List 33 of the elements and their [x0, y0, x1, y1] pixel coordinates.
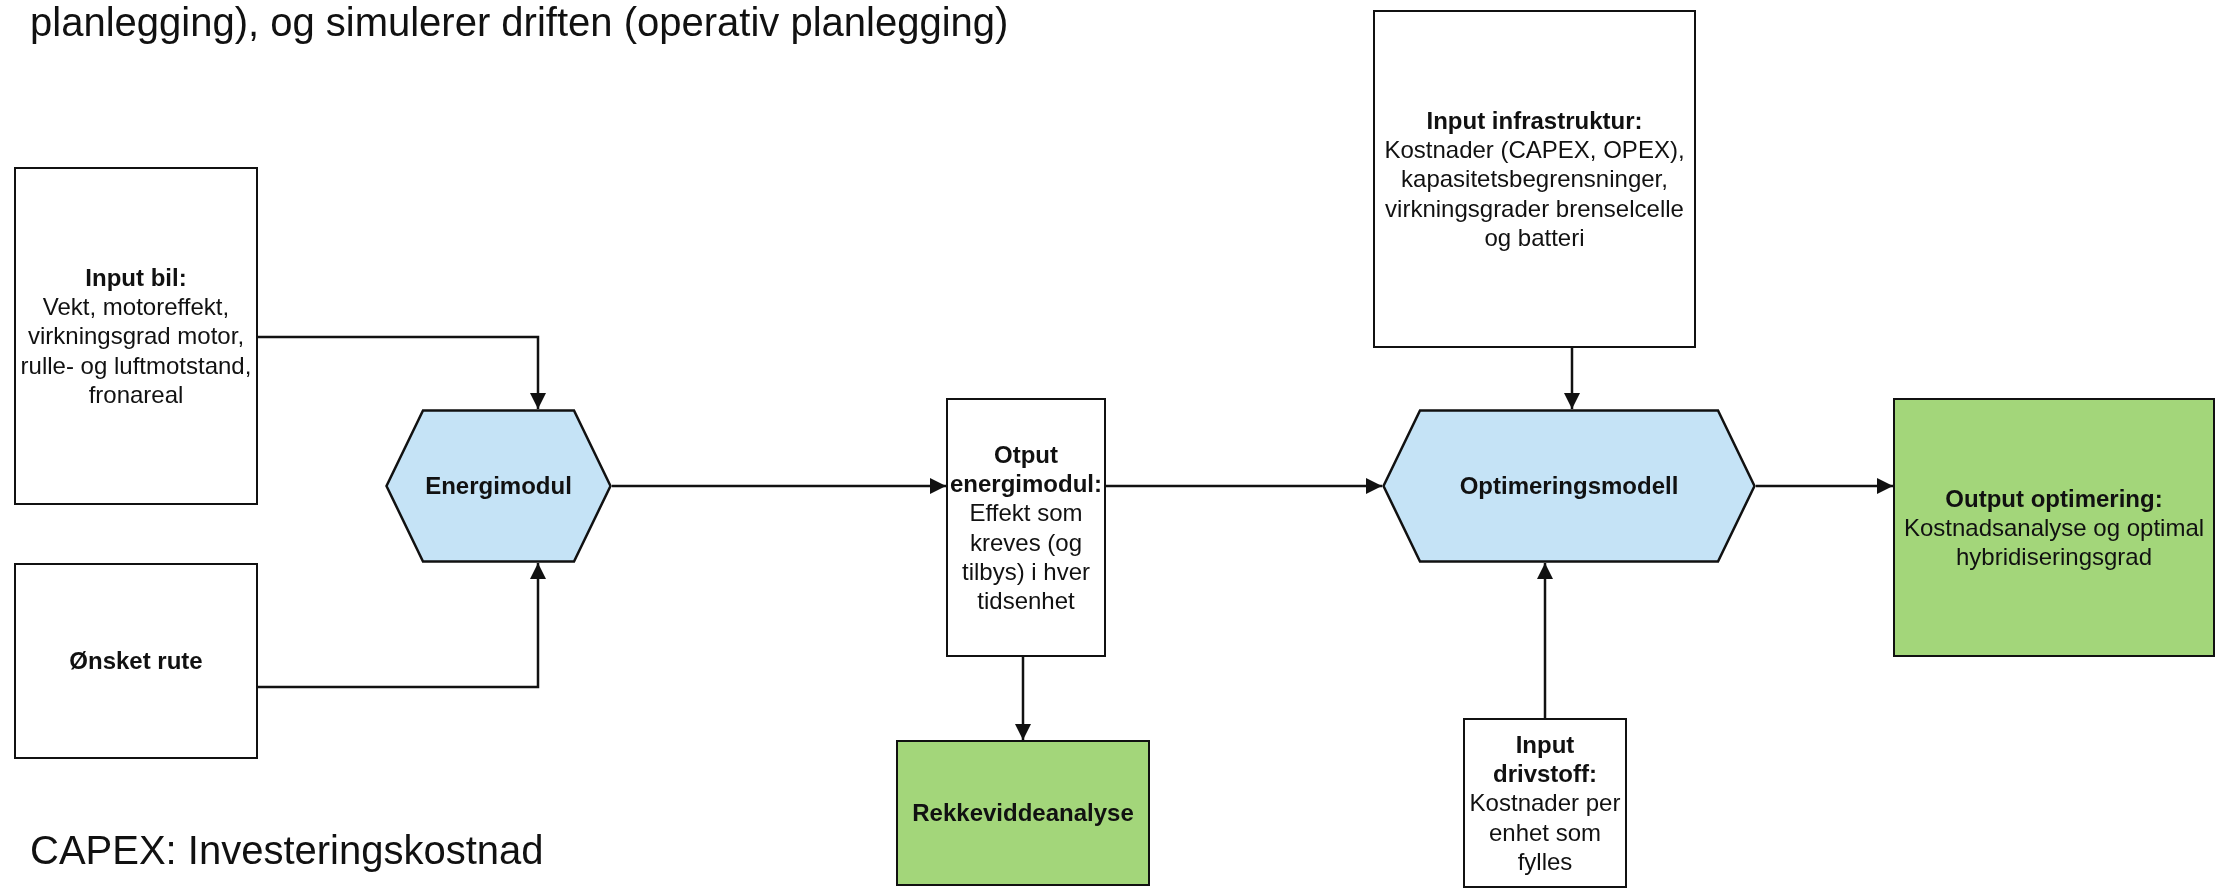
process-hexagon: [1382, 409, 1756, 563]
arrow: [258, 563, 546, 689]
process-box: [14, 167, 258, 505]
process-box: [1373, 10, 1696, 348]
node-text: Kostnadsanalyse og optimal hybridiseringsgrad: [1902, 512, 2206, 572]
node-title: Energimodul: [425, 471, 572, 501]
arrow: [1015, 657, 1031, 740]
process-box: [14, 563, 258, 759]
arrow: [258, 335, 546, 409]
arrow: [1106, 478, 1382, 494]
node-heading: Otput energimodul:: [950, 439, 1102, 499]
arrow: [1537, 563, 1553, 718]
node-title: Rekkeviddeanalyse: [912, 798, 1134, 828]
arrow: [1756, 478, 1893, 494]
node-title: Optimeringsmodell: [1459, 471, 1679, 501]
arrow: [1564, 348, 1580, 409]
process-hexagon: [385, 409, 612, 563]
node-heading: Output optimering:: [1945, 483, 2163, 513]
node-title: Ønsket rute: [69, 646, 203, 676]
node-text: Kostnader (CAPEX, OPEX), kapasitetsbegrensninger, virkningsgrader brenselcelle og batteri: [1383, 135, 1686, 253]
node-heading: Input infrastruktur:: [1426, 105, 1643, 136]
process-box: [1463, 718, 1627, 888]
arrow: [612, 478, 946, 494]
heading-text: planlegging), og simulerer driften (operativ planlegging): [30, 0, 1009, 45]
process-box: [946, 398, 1106, 657]
node-heading: Input drivstoff:: [1492, 729, 1598, 789]
node-text: Vekt, motoreffekt, virkningsgrad motor, rulle- og luftmotstand, fronareal: [19, 292, 253, 410]
node-heading: Input bil:: [85, 262, 187, 293]
node-text: Effekt som kreves (og tilbys) i hver tidsenhet: [961, 498, 1091, 616]
node-text: Kostnader per enhet som fylles: [1468, 788, 1622, 877]
process-box: [896, 740, 1150, 886]
note-text: CAPEX: Investeringskostnad: [30, 828, 544, 873]
process-box: [1893, 398, 2215, 657]
